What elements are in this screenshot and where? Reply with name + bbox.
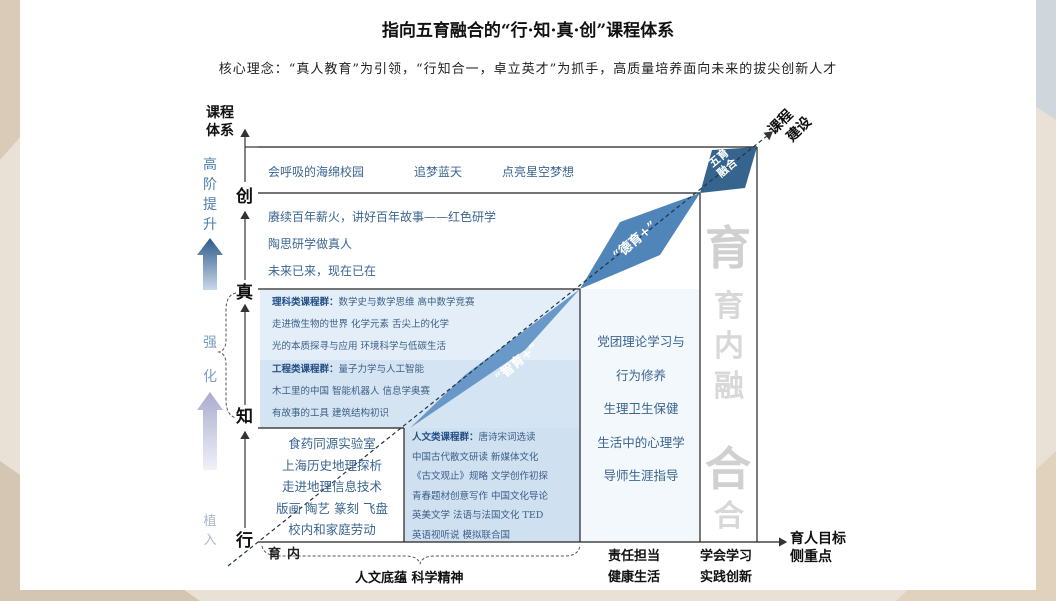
brace-left — [217, 292, 237, 419]
course-line: 英语视听说 模拟联合国 — [412, 529, 511, 541]
course-item: 追梦蓝天 — [414, 165, 463, 179]
bottom-label-line: 责任担当 — [608, 549, 661, 564]
watermark-char: 育 — [714, 289, 744, 324]
course-item: 导师生涯指导 — [603, 468, 679, 483]
watermark-char: 内 — [714, 329, 744, 364]
progression-middle: 强化 — [203, 335, 217, 385]
bottom-label-line: 健康生活 — [608, 570, 661, 585]
group-label: 理科类课程群： — [272, 297, 339, 308]
group-label: 工程类课程群： — [272, 364, 339, 375]
bottom-label-line: 学会学习 — [700, 549, 753, 564]
course-item: 陶思研学做真人 — [268, 237, 353, 251]
course-item: 点亮星空梦想 — [502, 165, 575, 179]
xing-course-list: 食药同源实验室 上海历史地理探析 走进地理信息技术 版画 陶艺 篆刻 飞盘 校内… — [262, 433, 402, 541]
humanities-region — [404, 428, 580, 542]
course-line: 光的本质探寻与应用 环境科学与低碳生活 — [272, 341, 447, 352]
course-item: 赓续百年薪火，讲好百年故事——红色研学 — [268, 210, 497, 224]
watermark-char: 育 — [705, 221, 751, 275]
course-item: 生活中的心理学 — [597, 434, 685, 450]
x-axis-label-line: 育人目标 — [790, 531, 846, 547]
y-axis-label: 课程 体系 — [206, 104, 234, 140]
level-zhi: 知 — [236, 407, 253, 427]
progression-arrow-strong — [197, 238, 223, 290]
intellect-diamond — [410, 289, 580, 428]
course-item: 行为修养 — [615, 367, 666, 383]
moral-diamond — [580, 193, 700, 289]
humanities-course-group: 人文类课程群：唐诗宋词选读 中国古代散文研读 新媒体文化 《古文观止》规略 文学… — [412, 428, 548, 545]
course-construction-diagonal — [227, 131, 773, 567]
course-line: 《古文观止》规略 文学创作初探 — [412, 471, 549, 482]
course-line: 量子力学与人工智能 — [338, 364, 425, 375]
progression-arrow-light — [197, 392, 223, 470]
bottom-label-line: 实践创新 — [700, 570, 753, 585]
y-axis-label-line: 体系 — [206, 123, 234, 139]
level-zhen: 真 — [236, 283, 253, 303]
course-line: 有故事的工具 建筑结构初识 — [272, 408, 390, 419]
core-concept: 核心理念：“真人教育”为引领，“行知合一，卓立英才”为抓手，高质量培养面向未来的… — [218, 62, 838, 77]
course-item: 生理卫生保健 — [603, 401, 679, 416]
x-axis-label-line: 侧重点 — [790, 549, 832, 565]
course-item: 食药同源实验室 — [288, 436, 376, 451]
progression-top: 高阶提升 — [203, 157, 217, 233]
responsibility-label: 责任担当 健康生活 — [608, 546, 660, 588]
moral-course-list: 党团理论学习与 行为修养 生理卫生保健 生活中的心理学 导师生涯指导 — [582, 325, 700, 493]
inner-label: 育内 — [268, 547, 307, 562]
course-item: 未来已来，现在已在 — [268, 264, 377, 278]
page-title: 指向五育融合的“行·知·真·创”课程体系 — [381, 21, 675, 41]
learning-label: 学会学习 实践创新 — [700, 546, 752, 588]
fusion-diamond — [700, 147, 757, 193]
course-line: 数学史与数学思维 高中数学竞赛 — [338, 297, 475, 308]
course-item: 上海历史地理探析 — [281, 457, 382, 473]
course-line: 木工里的中国 智能机器人 信息学奥赛 — [272, 386, 431, 397]
course-line: 英美文学 法语与法国文化 TED — [412, 510, 544, 521]
culture-label: 人文底蕴 科学精神 — [355, 571, 464, 586]
progression-bottom: 植入 — [203, 514, 217, 548]
course-item: 版画 陶艺 篆刻 飞盘 — [276, 500, 388, 516]
group-label: 人文类课程群： — [412, 432, 479, 443]
moral-region — [580, 289, 700, 542]
course-item: 党团理论学习与 — [597, 334, 685, 349]
level-xing: 行 — [236, 531, 253, 551]
engineering-course-group: 工程类课程群：量子力学与人工智能 木工里的中国 智能机器人 信息学奥赛 有故事的… — [272, 359, 430, 425]
level-chuang: 创 — [236, 187, 253, 207]
watermark-char: 融 — [714, 369, 744, 404]
science-course-group: 理科类课程群：数学史与数学思维 高中数学竞赛 走进微生物的世界 化学元素 舌尖上… — [272, 292, 475, 358]
course-item: 会呼吸的海绵校园 — [268, 165, 365, 179]
course-item: 校内和家庭劳动 — [288, 522, 376, 537]
brace-bottom — [261, 545, 581, 565]
course-line: 中国古代散文研读 新媒体文化 — [412, 451, 539, 463]
course-item: 走进地理信息技术 — [281, 479, 382, 494]
x-axis-label: 育人目标 侧重点 — [790, 530, 846, 566]
engineering-region — [260, 360, 580, 428]
watermark-char: 合 — [705, 442, 751, 496]
course-line: 唐诗宋词选读 — [478, 432, 536, 443]
y-axis-label-line: 课程 — [206, 105, 234, 121]
course-line: 青春题材创意写作 中国文化导论 — [412, 490, 549, 502]
watermark-char: 合 — [714, 499, 744, 534]
course-line: 走进微生物的世界 化学元素 舌尖上的化学 — [272, 319, 450, 330]
